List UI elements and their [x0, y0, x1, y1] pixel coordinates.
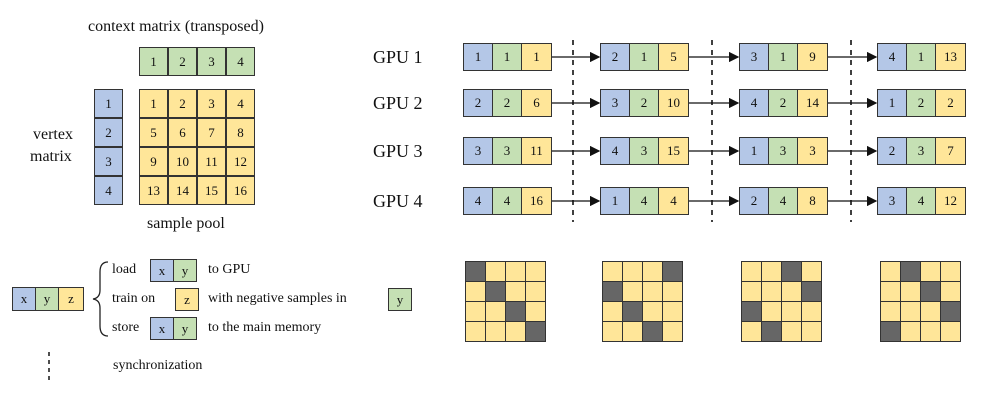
gpu-block-cell: 2	[629, 89, 659, 117]
vertex-cell: 2	[94, 118, 123, 147]
legend-train-z: z	[175, 288, 199, 311]
legend-block-z: z	[58, 287, 84, 311]
legend-store-x: x	[150, 317, 174, 340]
gpu-block-cell: 3	[463, 137, 493, 165]
gpu-label: GPU 4	[373, 191, 423, 211]
sample-pool-cell: 16	[226, 176, 255, 205]
vertex-matrix-title-line1: vertex	[33, 126, 73, 143]
sample-pool-cell: 7	[197, 118, 226, 147]
pattern-cell	[940, 321, 961, 342]
gpu-block-cell: 2	[739, 187, 769, 215]
context-cell: 4	[226, 47, 255, 76]
gpu-block-cell: 16	[521, 187, 552, 215]
sample-pool-title: sample pool	[147, 215, 225, 232]
gpu-block-cell: 11	[521, 137, 552, 165]
gpu-block-cell: 4	[492, 187, 522, 215]
legend-block-x: x	[12, 287, 36, 311]
gpu-label: GPU 1	[373, 47, 423, 67]
gpu-block-cell: 14	[797, 89, 828, 117]
sample-pool-cell: 3	[197, 89, 226, 118]
gpu-block-cell: 2	[906, 89, 936, 117]
legend-load-text: to GPU	[208, 262, 251, 277]
sample-pool-cell: 11	[197, 147, 226, 176]
context-cell: 3	[197, 47, 226, 76]
sample-pool-cell: 6	[168, 118, 197, 147]
legend-train-y: y	[388, 288, 412, 311]
sample-pool-cell: 14	[168, 176, 197, 205]
gpu-block-cell: 4	[877, 43, 907, 71]
legend-load-label: load	[112, 262, 137, 277]
gpu-block-cell: 6	[521, 89, 552, 117]
context-cell: 1	[139, 47, 168, 76]
gpu-block-cell: 3	[739, 43, 769, 71]
vertex-cell: 1	[94, 89, 123, 118]
legend-load-x: x	[150, 259, 174, 282]
gpu-block-cell: 1	[739, 137, 769, 165]
gpu-block-cell: 4	[600, 137, 630, 165]
vertex-cell: 3	[94, 147, 123, 176]
gpu-block-cell: 7	[935, 137, 966, 165]
gpu-block-cell: 1	[521, 43, 552, 71]
sample-pool-cell: 1	[139, 89, 168, 118]
gpu-block-cell: 4	[768, 187, 798, 215]
sample-pool-cell: 12	[226, 147, 255, 176]
legend-store-text: to the main memory	[208, 320, 322, 335]
legend-train-text: with negative samples in	[208, 291, 347, 306]
gpu-block-cell: 2	[935, 89, 966, 117]
pattern-active-cell	[525, 321, 546, 342]
sample-pool-cell: 5	[139, 118, 168, 147]
sample-pool-cell: 10	[168, 147, 197, 176]
gpu-label: GPU 3	[373, 141, 423, 161]
pattern-cell	[801, 321, 822, 342]
gpu-block-cell: 1	[463, 43, 493, 71]
sample-pool-cell: 9	[139, 147, 168, 176]
gpu-block-cell: 4	[658, 187, 689, 215]
gpu-block-cell: 3	[629, 137, 659, 165]
gpu-block-cell: 9	[797, 43, 828, 71]
vertex-cell: 4	[94, 176, 123, 205]
gpu-block-cell: 4	[739, 89, 769, 117]
vertex-matrix-title-line2: matrix	[30, 148, 72, 165]
gpu-block-cell: 4	[629, 187, 659, 215]
sample-pool-cell: 4	[226, 89, 255, 118]
legend-train-label: train on	[112, 291, 156, 306]
gpu-block-cell: 15	[658, 137, 689, 165]
sample-pool-cell: 8	[226, 118, 255, 147]
gpu-block-cell: 1	[600, 187, 630, 215]
context-matrix-title: context matrix (transposed)	[88, 18, 264, 35]
gpu-block-cell: 3	[797, 137, 828, 165]
context-cell: 2	[168, 47, 197, 76]
gpu-block-cell: 1	[629, 43, 659, 71]
gpu-block-cell: 5	[658, 43, 689, 71]
gpu-block-cell: 4	[906, 187, 936, 215]
legend-sync-text: synchronization	[113, 358, 203, 373]
legend-store-label: store	[112, 320, 140, 335]
legend-block-y: y	[35, 287, 59, 311]
gpu-block-cell: 12	[935, 187, 966, 215]
gpu-block-cell: 13	[935, 43, 966, 71]
legend-store-y: y	[173, 317, 197, 340]
sample-pool-cell: 15	[197, 176, 226, 205]
pattern-cell	[662, 321, 683, 342]
sample-pool-cell: 13	[139, 176, 168, 205]
sample-pool-cell: 2	[168, 89, 197, 118]
gpu-block-cell: 2	[877, 137, 907, 165]
gpu-label: GPU 2	[373, 93, 423, 113]
gpu-block-cell: 2	[463, 89, 493, 117]
legend-load-y: y	[173, 259, 197, 282]
gpu-block-cell: 8	[797, 187, 828, 215]
gpu-block-cell: 1	[877, 89, 907, 117]
gpu-block-cell: 10	[658, 89, 689, 117]
gpu-block-cell: 1	[768, 43, 798, 71]
